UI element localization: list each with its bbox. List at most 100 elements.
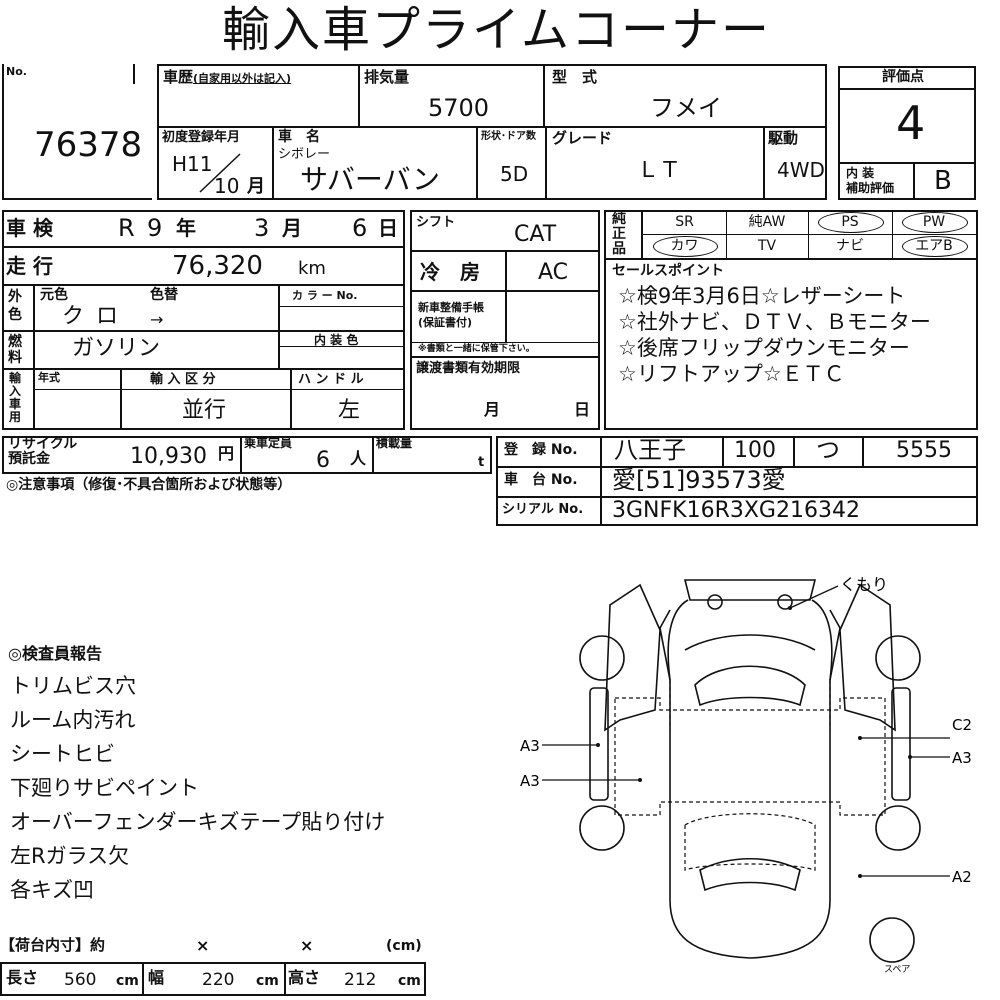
registration-class: 100	[734, 438, 776, 463]
first-reg-month: 10	[214, 174, 240, 198]
cargo-heading: 【荷台内寸】約	[0, 936, 106, 954]
sales-points-label: セールスポイント	[612, 263, 724, 279]
inspector-line: シートヒビ	[10, 742, 115, 766]
load-label: 積載量	[376, 436, 413, 450]
cargo-grid	[0, 962, 426, 996]
notes-heading: ◎注意事項（修復･不具合箇所および状態等）	[6, 477, 292, 493]
equipment-item: TV	[757, 238, 777, 254]
displacement-value: 5700	[428, 94, 490, 122]
first-reg-era: H11	[172, 152, 213, 176]
capacity-label: 乗車定員	[244, 436, 293, 450]
diagram-label-a3: A3	[520, 772, 540, 790]
color-change-arrow: →	[150, 310, 164, 329]
load-unit: t	[478, 455, 485, 470]
import-year-label: 年式	[38, 371, 60, 384]
diagram-label-spare: スペア	[884, 965, 910, 975]
color-change-label: 色替	[150, 287, 178, 303]
inspection-year-unit: 年	[176, 216, 196, 240]
fuel-label: 燃料	[8, 334, 22, 366]
displacement-label: 排気量	[364, 68, 410, 86]
inspector-line: ルーム内汚れ	[10, 708, 136, 732]
history-label: 車歴(自家用以外は記入)	[163, 68, 292, 86]
inspector-heading: ◎検査員報告	[8, 644, 102, 663]
warranty-note: ※書類と一緒に保管下さい。	[418, 344, 535, 354]
score-box	[838, 66, 976, 200]
cargo-unit: cm	[256, 973, 279, 989]
lot-label: No.	[6, 65, 27, 78]
shift-value: CAT	[514, 222, 557, 247]
equipment-circle-mark	[902, 212, 968, 233]
sales-point-line: ☆社外ナビ、ＤＴＶ、Ｂモニター	[618, 310, 931, 334]
lot-number: 76378	[34, 125, 143, 165]
inspection-era: R	[118, 214, 135, 242]
lot-number-box	[2, 64, 152, 200]
serial-value: 3GNFK16R3XG216342	[612, 498, 860, 523]
interior-color-label: 内 装 色	[314, 333, 359, 347]
cargo-unit: cm	[398, 973, 421, 989]
inspector-line: 下廻りサビペイント	[10, 776, 199, 800]
recycle-value: 10,930	[130, 444, 207, 469]
inspection-day: 6	[352, 214, 368, 242]
handle-value: 左	[338, 398, 361, 423]
sales-frame	[604, 210, 978, 430]
cargo-unit-paren: (cm)	[386, 938, 422, 954]
chassis-label: 車 台 No.	[504, 472, 578, 488]
inspector-line: トリムビス穴	[10, 674, 136, 698]
spec-grid	[2, 210, 405, 430]
orig-color-value: クロ	[62, 304, 131, 329]
import-label: 輸入車用	[9, 371, 22, 424]
interior-eval-value: B	[934, 166, 952, 196]
serial-label: シリアル No.	[502, 502, 584, 517]
registration-label: 登 録 No.	[504, 442, 578, 458]
first-reg-label: 初度登録年月	[162, 130, 241, 145]
interior-eval-label: 内 装 補助評価	[846, 166, 895, 195]
vehicle-info-frame	[157, 64, 827, 200]
handle-label: ハ ン ド ル	[298, 372, 364, 387]
equipment-item: ナビ	[836, 238, 864, 254]
model-label: 型 式	[552, 68, 598, 86]
inspection-label: 車 検	[6, 216, 53, 240]
diagram-label-c2: C2	[952, 716, 972, 734]
model-value: フメイ	[650, 94, 722, 122]
grade-value: ＬＴ	[637, 158, 682, 183]
inspector-line: 左Rガラス欠	[10, 844, 130, 868]
inspector-line: オーバーフェンダーキズテープ貼り付け	[10, 810, 386, 834]
mileage-label: 走 行	[6, 254, 53, 278]
shift-ac-grid	[410, 210, 600, 430]
recycle-unit: 円	[218, 444, 235, 463]
cargo-width-value: 220	[202, 970, 235, 990]
chassis-value: 愛[51]93573愛	[612, 466, 786, 494]
cargo-times-1: ×	[196, 936, 210, 955]
score-label: 評価点	[882, 69, 924, 85]
capacity-unit: 人	[350, 449, 367, 468]
equipment-label: 純正品	[612, 211, 626, 257]
first-reg-month-unit: 月	[247, 176, 265, 197]
diagram-label-a3: A3	[520, 737, 540, 755]
warranty-label: 新車整備手帳 (保証書付)	[418, 301, 484, 329]
import-type-label: 輸 入 区 分	[150, 372, 216, 387]
ac-label: 冷 房	[420, 260, 480, 284]
diagram-label-fog: くもり	[840, 575, 888, 594]
first-reg-slash	[199, 153, 241, 193]
cargo-unit: cm	[116, 973, 139, 989]
registration-number: 5555	[896, 438, 952, 463]
orig-color-label: 元色	[40, 287, 68, 303]
diagram-label-a3: A3	[952, 749, 972, 767]
diagram-label-a2: A2	[952, 868, 972, 886]
shift-label: シフト	[416, 215, 456, 230]
doors-value: 5D	[500, 162, 529, 186]
grade-label: グレード	[552, 129, 613, 147]
car-name-value: サバーバン	[300, 163, 441, 196]
registration-kana: つ	[816, 436, 840, 464]
transfer-month: 月	[484, 400, 501, 419]
inspection-year: 9	[147, 214, 163, 242]
cargo-height-label: 高さ	[288, 968, 321, 987]
page-title: 輸入車プライムコーナー	[222, 2, 772, 58]
ac-value: AC	[538, 260, 569, 285]
cargo-height-value: 212	[344, 970, 377, 990]
score-value: 4	[896, 96, 926, 150]
doors-label: 形状･ドア数	[481, 131, 536, 142]
registration-grid	[496, 436, 978, 526]
mileage-value: 76,320	[172, 251, 263, 281]
cargo-width-label: 幅	[148, 968, 165, 987]
